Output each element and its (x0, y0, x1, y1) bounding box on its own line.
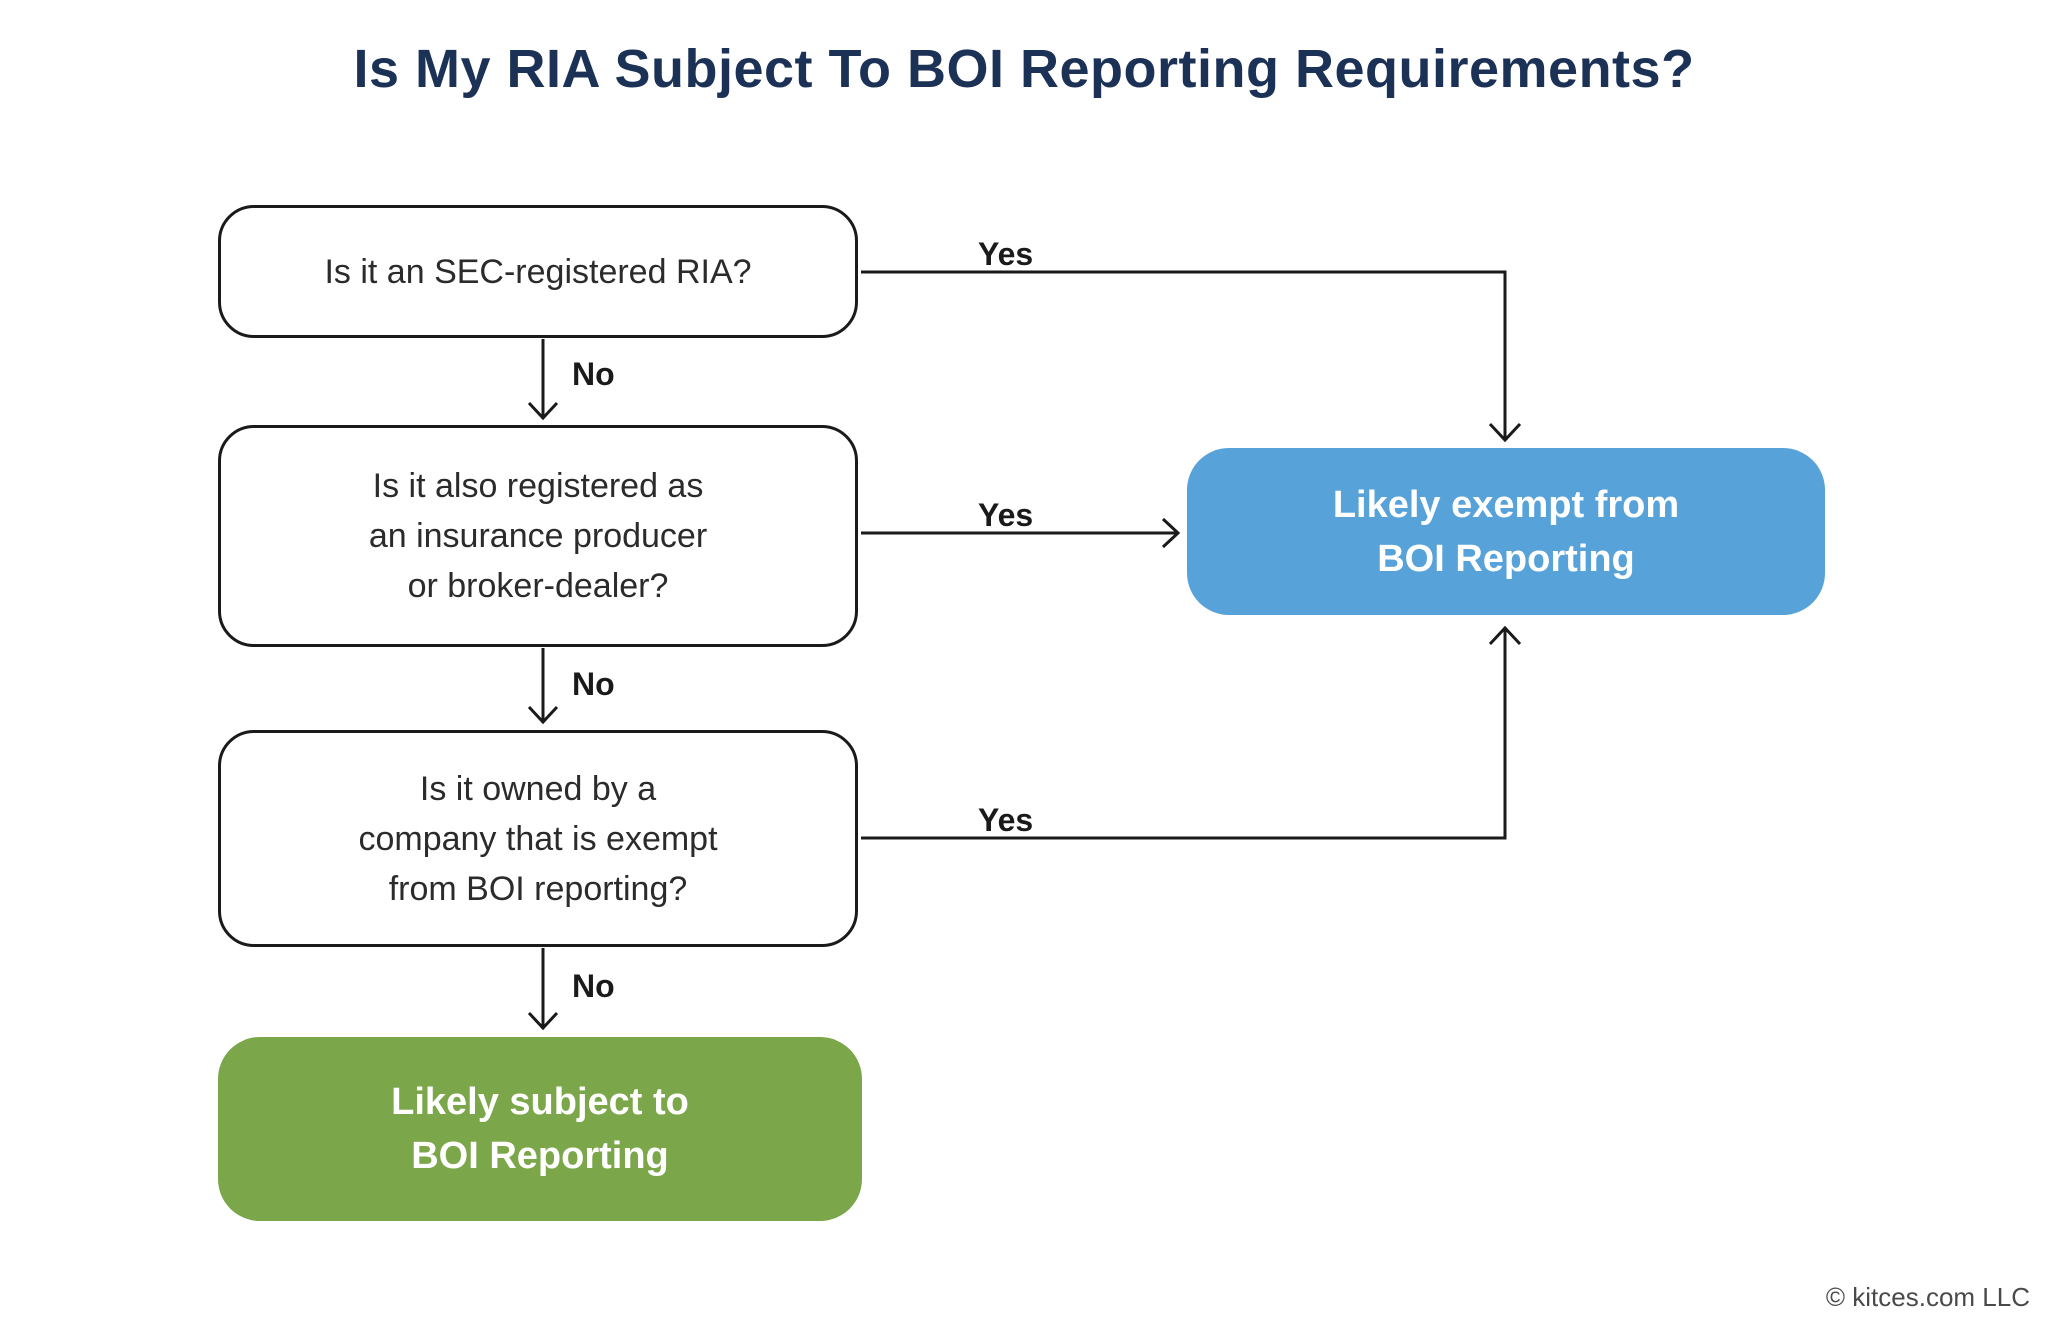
arrow-q2-yes (861, 517, 1181, 549)
outcome-text: BOI Reporting (1377, 537, 1635, 580)
outcome-text: Likely exempt from (1332, 483, 1680, 526)
outcome-box-exempt: Likely exempt from BOI Reporting (1187, 448, 1825, 615)
copyright-text: © kitces.com LLC (1825, 1282, 2030, 1312)
question-box-exempt-owner: Is it owned by a company that is exempt … (218, 730, 858, 947)
question-text: Is it owned by a (419, 769, 657, 808)
page-title: Is My RIA Subject To BOI Reporting Requi… (353, 39, 1695, 99)
outcome-text: BOI Reporting (411, 1135, 669, 1177)
edge-label-q3-no: No (572, 968, 615, 1004)
question-text: from BOI reporting? (388, 869, 688, 908)
question-text: an insurance producer (368, 517, 708, 555)
question-text: Is it an SEC-registered RIA? (324, 252, 752, 291)
arrow-q1-no (527, 339, 559, 421)
edge-label-q3-yes: Yes (978, 802, 1034, 838)
edge-label-q1-yes: Yes (978, 236, 1034, 272)
outcome-box-subject: Likely subject to BOI Reporting (218, 1037, 862, 1221)
outcome-text: Likely subject to (391, 1081, 689, 1123)
question-text: or broker-dealer? (407, 567, 669, 605)
edge-label-q2-no: No (572, 666, 615, 702)
arrow-q2-no (527, 648, 559, 725)
arrow-q1-yes (861, 270, 1522, 443)
edge-label-q2-yes: Yes (978, 497, 1034, 533)
question-box-sec-registered: Is it an SEC-registered RIA? (218, 205, 858, 338)
edge-label-q1-no: No (572, 356, 615, 392)
arrow-q3-yes (861, 625, 1522, 840)
question-box-insurance-broker: Is it also registered as an insurance pr… (218, 425, 858, 647)
question-text: company that is exempt (358, 819, 718, 858)
question-text: Is it also registered as (372, 467, 704, 505)
arrow-q3-no (527, 948, 559, 1031)
